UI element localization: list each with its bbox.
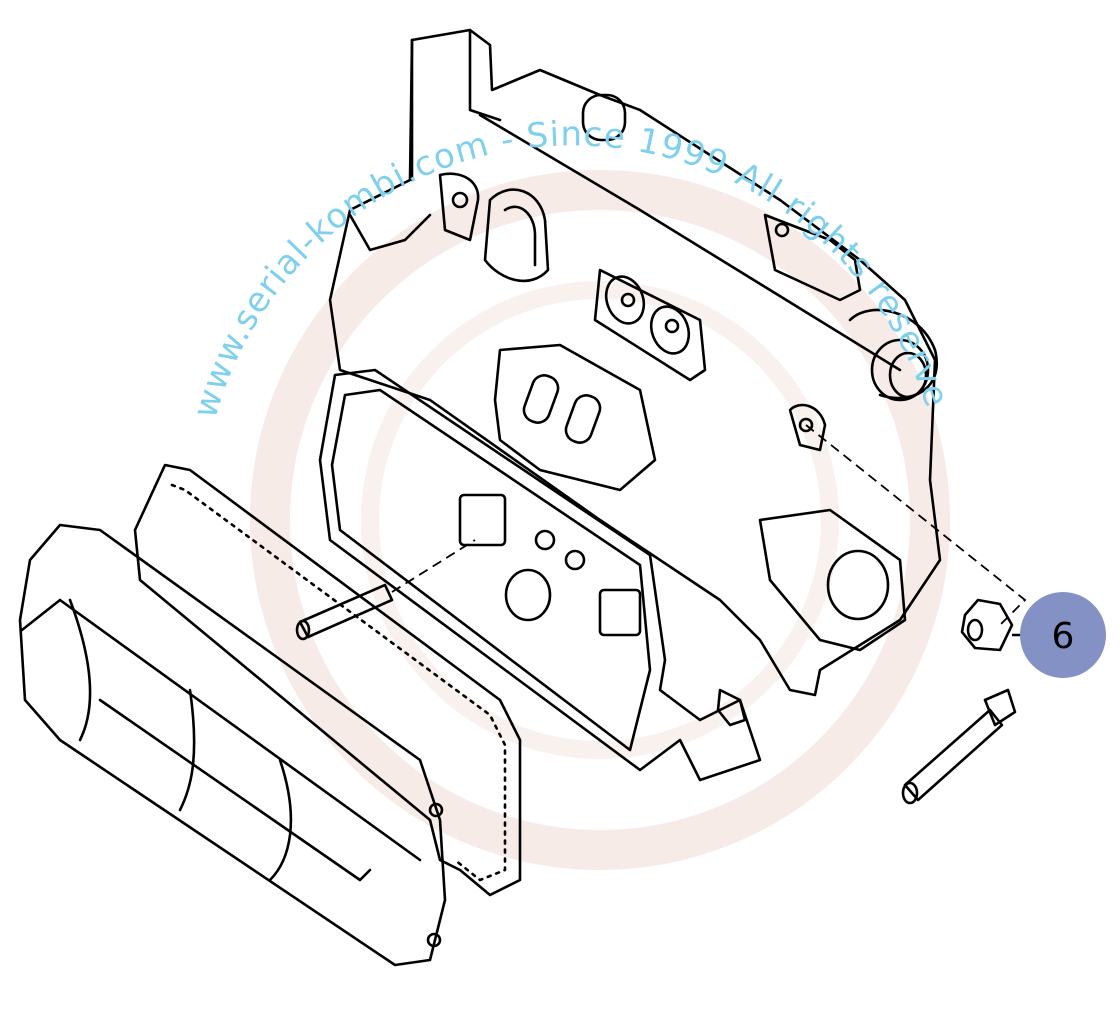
watermark-logo — [250, 170, 950, 870]
callout-circle[interactable] — [1020, 592, 1106, 678]
stud — [295, 539, 476, 641]
bolt — [901, 688, 1017, 805]
callout-number: 6 — [1052, 616, 1075, 657]
cork-gasket — [133, 463, 522, 897]
valve-cover — [18, 523, 447, 967]
callout-6[interactable]: 6 — [1012, 592, 1106, 678]
nut-part-6 — [805, 424, 1027, 652]
gasket-frame — [318, 368, 762, 782]
cylinder-head — [328, 28, 942, 697]
